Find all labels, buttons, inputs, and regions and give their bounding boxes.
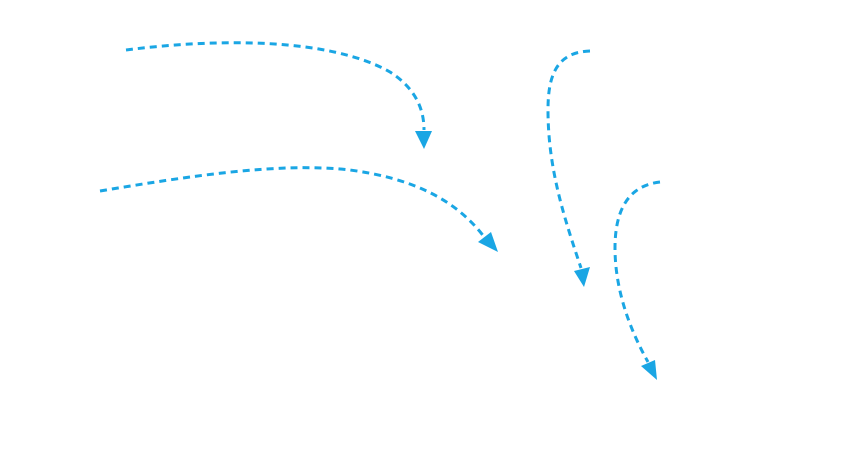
dashed-arrow-3-head [574, 267, 590, 287]
dashed-arrow-2-line [99, 166, 487, 239]
dashed-arrow-1 [125, 41, 432, 149]
dashed-arrow-4-line [613, 180, 661, 363]
dashed-arrow-2 [99, 166, 498, 252]
dashed-arrow-3-line [546, 49, 591, 269]
dashed-arrow-1-head [415, 131, 432, 149]
dashed-arrow-4-head [641, 360, 657, 380]
dashed-arrow-1-line [125, 41, 426, 131]
dashed-arrow-4 [613, 180, 661, 380]
dashed-arrow-2-head [478, 232, 498, 252]
dashed-arrow-3 [546, 49, 591, 287]
